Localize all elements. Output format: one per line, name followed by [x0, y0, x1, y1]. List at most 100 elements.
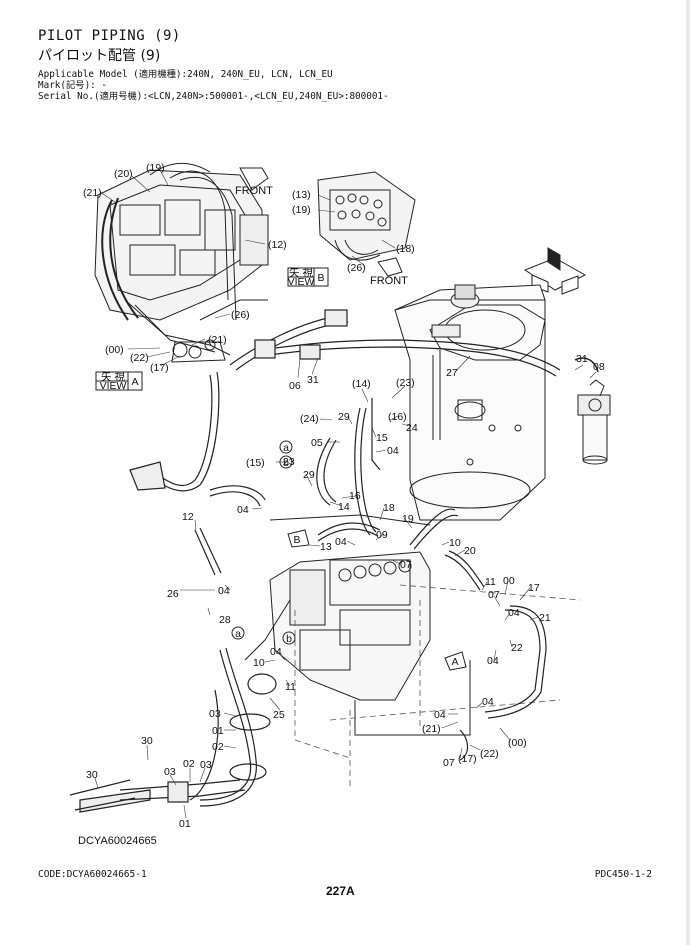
callout: 27 [446, 367, 458, 379]
view-b-jp: 矢 視 [289, 266, 313, 279]
callout: 31 [576, 353, 588, 365]
callout: (22) [480, 748, 499, 760]
applicable-model: Applicable Model (適用機種):240N, 240N_EU, L… [38, 69, 333, 80]
svg-text:b: b [286, 633, 292, 645]
callout: (13) [292, 189, 311, 201]
callout: 04 [487, 655, 499, 667]
callout: 05 [311, 437, 323, 449]
callout: (23) [396, 377, 415, 389]
callout: 16 [349, 490, 361, 502]
callout: 22 [511, 642, 523, 654]
callout: (21) [422, 723, 441, 735]
callout: 11 [485, 576, 496, 588]
callout: 07 [400, 559, 412, 571]
circled-reference-b1: b [282, 631, 296, 645]
page-title: PILOT PIPING (9) [38, 28, 181, 44]
callout: 29 [303, 469, 315, 481]
callout: 10 [449, 537, 461, 549]
callout: 01 [212, 725, 224, 737]
callout: 12 [182, 511, 194, 523]
callout: 18 [383, 502, 395, 514]
callout: 08 [593, 361, 605, 373]
callout: 09 [376, 529, 388, 541]
callout: (20) [114, 168, 133, 180]
callout: 04 [387, 445, 399, 457]
callout: 00 [503, 575, 515, 587]
callout: (16) [388, 411, 407, 423]
view-a-en: VIEW [100, 380, 127, 392]
callout: 14 [338, 501, 350, 513]
footer-code: CODE:DCYA60024665-1 [38, 869, 147, 880]
svg-text:b: b [283, 457, 289, 469]
callout: 06 [289, 380, 301, 392]
callout: 03 [209, 708, 221, 720]
view-arrow-a: A [444, 651, 467, 671]
main-control-valve [244, 514, 471, 736]
circled-reference-a1: a [279, 440, 293, 454]
callout: 02 [183, 758, 195, 770]
callout: 07 [488, 589, 500, 601]
callout: (12) [268, 239, 287, 251]
footer-reference: PDC450-1-2 [594, 869, 652, 880]
callout: 25 [273, 709, 285, 721]
callout: (14) [352, 378, 371, 390]
control-valve-assembly-detail [94, 162, 269, 363]
view-a-letter: A [131, 376, 138, 388]
serial-number: Serial No.(適用号機):<LCN,240N>:500001-,<LCN… [38, 91, 389, 102]
callout: 01 [179, 818, 191, 830]
callout: (17) [458, 753, 477, 765]
callout: 20 [464, 545, 476, 557]
callout: (19) [146, 162, 165, 174]
page-header: PILOT PIPING (9) パイロット配管 (9) Applicable … [38, 28, 389, 102]
callout: 29 [338, 411, 350, 423]
svg-text:B: B [293, 534, 300, 546]
svg-text:A: A [451, 656, 458, 668]
svg-text:a: a [283, 442, 289, 454]
callout: 19 [402, 513, 414, 525]
callout: (26) [347, 262, 366, 274]
callout: 17 [528, 582, 540, 594]
callout: 11 [285, 681, 296, 693]
callout: 31 [307, 374, 319, 386]
callout: (00) [105, 344, 124, 356]
callout: 30 [141, 735, 153, 747]
callout: 04 [237, 504, 249, 516]
page-title-japanese: パイロット配管 (9) [38, 48, 161, 64]
model-info: Applicable Model (適用機種):240N, 240N_EU, L… [38, 69, 389, 102]
view-b-detail [317, 171, 416, 261]
page-number: 227A [326, 884, 355, 898]
part-callouts: (20) (19) (21) (12) (13) (19) (18) (26) … [83, 162, 605, 830]
pilot-filter [574, 357, 611, 465]
machine-orientation-icon [523, 247, 587, 295]
front-arrow-icon [239, 167, 269, 191]
callout: (18) [396, 243, 415, 255]
callout: 23 [283, 456, 295, 468]
front-arrow-icon-b [377, 257, 403, 277]
callout: 04 [218, 585, 230, 597]
mark: Mark(記号): - [38, 80, 107, 91]
callout: 02 [212, 741, 224, 753]
callout: 07 [443, 757, 455, 769]
callout: (21) [83, 187, 102, 199]
callout: 10 [253, 657, 265, 669]
callout: (15) [246, 457, 265, 469]
hydraulic-tank [394, 284, 546, 521]
frame-outline [294, 584, 581, 790]
view-b-letter: B [317, 272, 324, 284]
view-b-box [287, 267, 329, 287]
callout: (00) [508, 737, 527, 749]
callout: (21) [208, 334, 227, 346]
front-label-2: FRONT [370, 275, 408, 287]
callout: 30 [86, 769, 98, 781]
callout: (24) [300, 413, 319, 425]
view-b-en: VIEW [288, 276, 315, 288]
callout: (22) [130, 352, 149, 364]
drawing-code: DCYA60024665 [78, 835, 157, 847]
circled-reference-a2: a [231, 626, 245, 640]
callout: 24 [406, 422, 418, 434]
callout: 28 [219, 614, 231, 626]
callout: 13 [320, 541, 332, 553]
callout: (19) [292, 204, 311, 216]
pilot-hoses [189, 398, 547, 807]
